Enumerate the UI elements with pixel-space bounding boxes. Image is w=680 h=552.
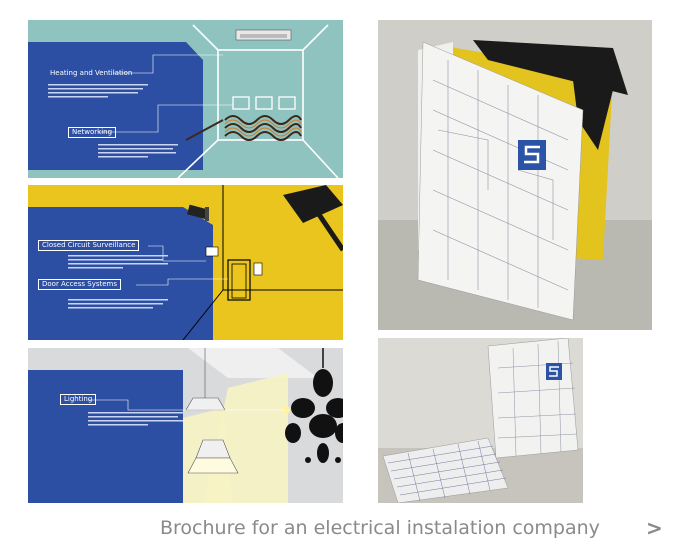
- lighting-scene: [28, 348, 343, 503]
- door-access-label: Door Access Systems: [38, 279, 121, 290]
- next-arrow-icon[interactable]: >: [646, 516, 663, 540]
- photo-brochure-standing: [378, 20, 652, 330]
- lighting-label: Lighting: [60, 394, 97, 405]
- surveillance-label: Closed Circuit Surveillance: [38, 240, 140, 251]
- heating-label: Heating and Ventilation: [50, 69, 133, 77]
- brochure-standing-scene: [378, 20, 652, 330]
- illustration-lighting: Lighting: [28, 348, 343, 503]
- illustration-heating-networking: Heating and Ventilation Networking: [28, 20, 343, 178]
- caption: Brochure for an electrical instalation c…: [160, 517, 600, 539]
- illustration-security: Closed Circuit Surveillance Door Access …: [28, 185, 343, 340]
- photo-brochure-lying: [378, 338, 583, 503]
- security-scene: [28, 185, 343, 340]
- brochure-lying-scene: [378, 338, 583, 503]
- networking-label: Networking: [68, 127, 117, 138]
- heating-scene: [28, 24, 339, 178]
